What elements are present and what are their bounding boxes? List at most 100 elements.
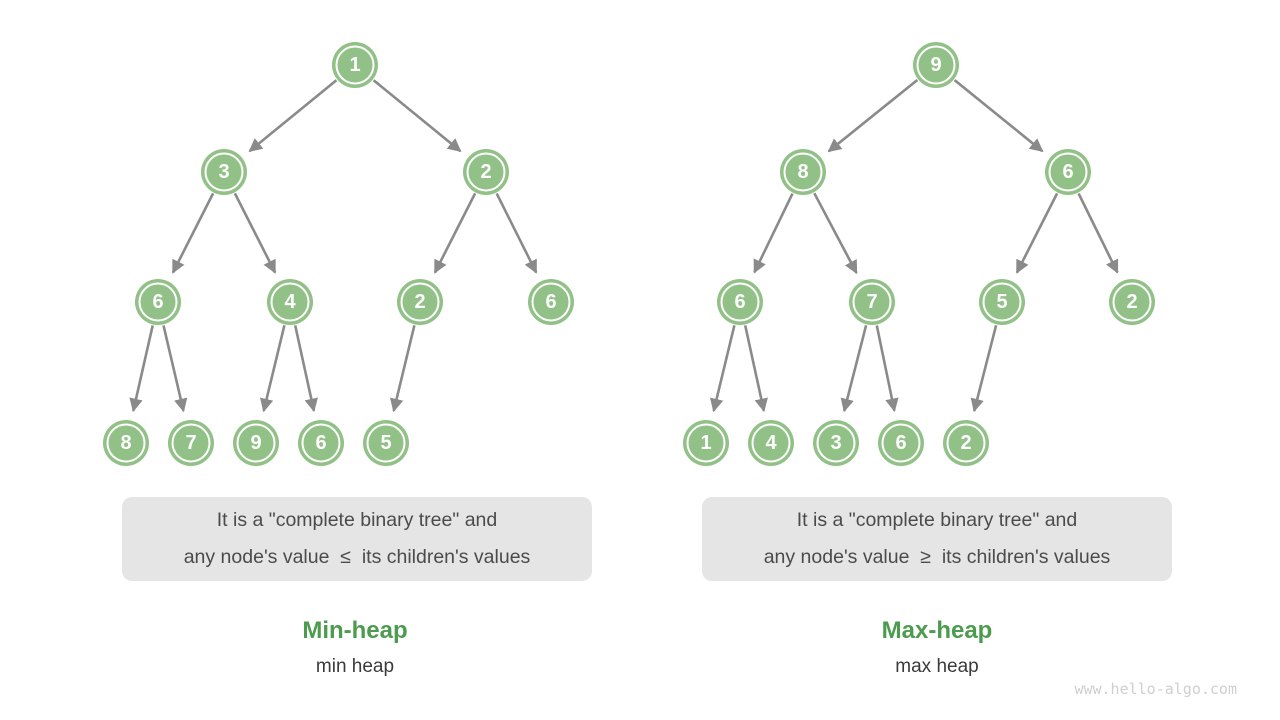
node-ring [335,45,375,85]
tree-node: 6 [298,420,344,466]
node-ring [720,282,760,322]
min-heap-title: Min-heap [302,617,408,644]
node-ring [466,152,506,192]
node-value: 6 [545,291,556,313]
node-value: 5 [996,291,1007,313]
node-circle [979,279,1025,325]
tree-node: 5 [363,420,409,466]
node-ring [946,423,986,463]
tree-node: 6 [878,420,924,466]
node-ring [686,423,726,463]
node-circle [103,420,149,466]
tree-node: 6 [528,279,574,325]
node-value: 6 [734,291,745,313]
node-ring [204,152,244,192]
node-circle [397,279,443,325]
tree-node: 7 [168,420,214,466]
tree-node: 6 [717,279,763,325]
tree-edge [743,325,768,413]
node-value: 2 [960,432,971,454]
tree-edge [1015,192,1059,274]
tree-node: 7 [849,279,895,325]
node-ring [270,282,310,322]
tree-edge [827,78,919,153]
tree-edge [753,193,794,274]
node-ring [816,423,856,463]
caption-line: It is a "complete binary tree" and [216,509,498,531]
node-circle [298,420,344,466]
tree-node: 9 [233,420,279,466]
caption-line: any node's value ≤ its children's values [183,546,531,568]
tree-node: 2 [463,149,509,195]
tree-edge [233,192,277,274]
node-value: 2 [414,291,425,313]
tree-node: 6 [1045,149,1091,195]
tree-edge [171,192,215,274]
tree-edge [1077,192,1119,274]
tree-edge [293,325,318,413]
tree-edge [259,324,286,413]
tree-edge [840,324,868,413]
max-heap-caption-box: It is a "complete binary tree" and any n… [702,497,1172,581]
node-ring [171,423,211,463]
node-ring [138,282,178,322]
tree-node: 2 [943,420,989,466]
node-ring [916,45,956,85]
node-value: 4 [765,432,777,454]
tree-edge [248,79,338,153]
tree-node: 4 [748,420,794,466]
tree-node: 9 [913,42,959,88]
node-ring [852,282,892,322]
node-value: 2 [480,161,491,183]
node-circle [913,42,959,88]
node-value: 9 [250,432,261,454]
node-ring [1048,152,1088,192]
node-circle [683,420,729,466]
node-ring [531,282,571,322]
node-ring [366,423,406,463]
max-heap-subtitle: max heap [895,656,979,677]
tree-node: 5 [979,279,1025,325]
tree-node: 4 [267,279,313,325]
node-ring [751,423,791,463]
node-value: 6 [895,432,906,454]
watermark: www.hello-algo.com [1074,680,1237,698]
node-circle [168,420,214,466]
node-circle [463,149,509,195]
node-circle [717,279,763,325]
tree-edge [433,192,477,274]
tree-node: 8 [103,420,149,466]
tree-edge [875,325,899,413]
node-circle [267,279,313,325]
node-value: 1 [700,432,711,454]
node-ring [881,423,921,463]
tree-edge [129,325,154,413]
node-circle [748,420,794,466]
node-circle [813,420,859,466]
min-heap-subtitle: min heap [315,656,395,677]
node-value: 6 [152,291,163,313]
node-value: 8 [120,432,131,454]
node-ring [982,282,1022,322]
node-ring [1112,282,1152,322]
tree-edge [162,325,188,413]
tree-node: 2 [1109,279,1155,325]
node-value: 8 [797,161,808,183]
node-circle [528,279,574,325]
node-value: 1 [349,54,360,76]
node-circle [363,420,409,466]
node-circle [201,149,247,195]
tree-node: 1 [332,42,378,88]
tree-edge [495,192,538,274]
node-circle [135,279,181,325]
tree-edge [709,324,736,413]
node-value: 4 [284,291,296,313]
node-circle [332,42,378,88]
node-circle [943,420,989,466]
node-ring [236,423,276,463]
tree-edge [970,324,998,413]
node-value: 6 [315,432,326,454]
tree-node: 2 [397,279,443,325]
